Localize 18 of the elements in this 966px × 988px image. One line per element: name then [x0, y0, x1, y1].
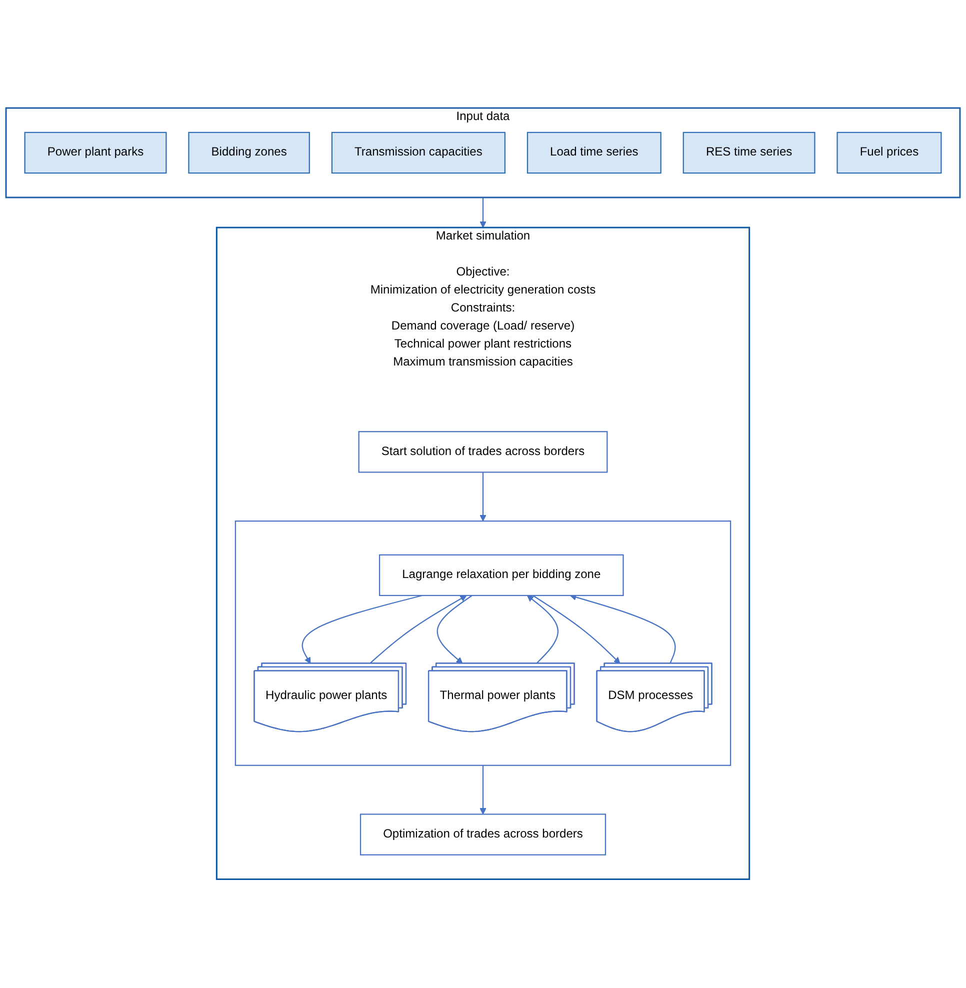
- node-box: Start solution of trades across borders: [358, 431, 608, 474]
- node-box: Bidding zones: [188, 132, 310, 174]
- node-box: Optimization of trades across borders: [360, 814, 606, 856]
- node-box: Fuel prices: [836, 132, 942, 174]
- node-box: Transmission capacities: [331, 132, 506, 174]
- node-box: RES time series: [682, 132, 816, 174]
- cluster: [234, 520, 732, 766]
- node-box: Lagrange relaxation per bidding zone: [378, 554, 624, 596]
- node-box: Load time series: [526, 132, 662, 174]
- arrow: [369, 596, 467, 664]
- arrow: [480, 472, 486, 522]
- node-box: Power plant parks: [24, 132, 167, 174]
- arrow: [570, 594, 676, 664]
- arrow: [532, 595, 620, 664]
- arrow: [526, 596, 558, 664]
- arrow: [436, 595, 472, 664]
- arrow: [480, 198, 486, 228]
- arrow: [480, 766, 486, 815]
